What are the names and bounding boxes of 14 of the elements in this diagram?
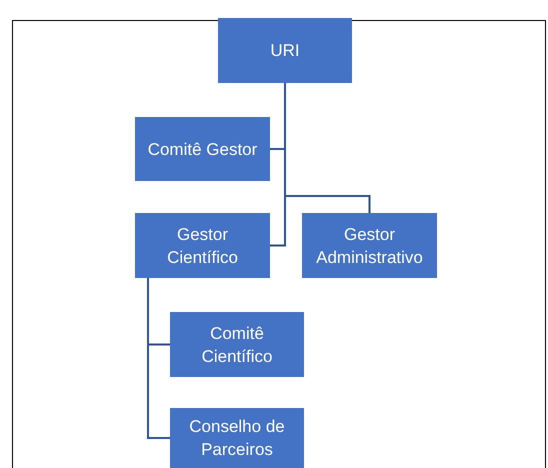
box-label: Comitê Gestor	[148, 138, 258, 160]
org-box	[170, 408, 304, 468]
org-box	[302, 213, 437, 278]
box-label: URI	[270, 40, 300, 62]
org-box	[170, 312, 304, 377]
box-label: Gestor Científico	[166, 224, 239, 268]
connector-line	[284, 83, 370, 213]
org-box	[135, 117, 270, 181]
box-label: Comitê Científico	[200, 322, 274, 368]
box-label: Gestor Administrativo	[315, 224, 424, 268]
connector-line	[147, 278, 170, 439]
org-box	[218, 18, 352, 83]
org-box	[135, 213, 270, 278]
box-label: Conselho de Parceiros	[188, 416, 286, 461]
